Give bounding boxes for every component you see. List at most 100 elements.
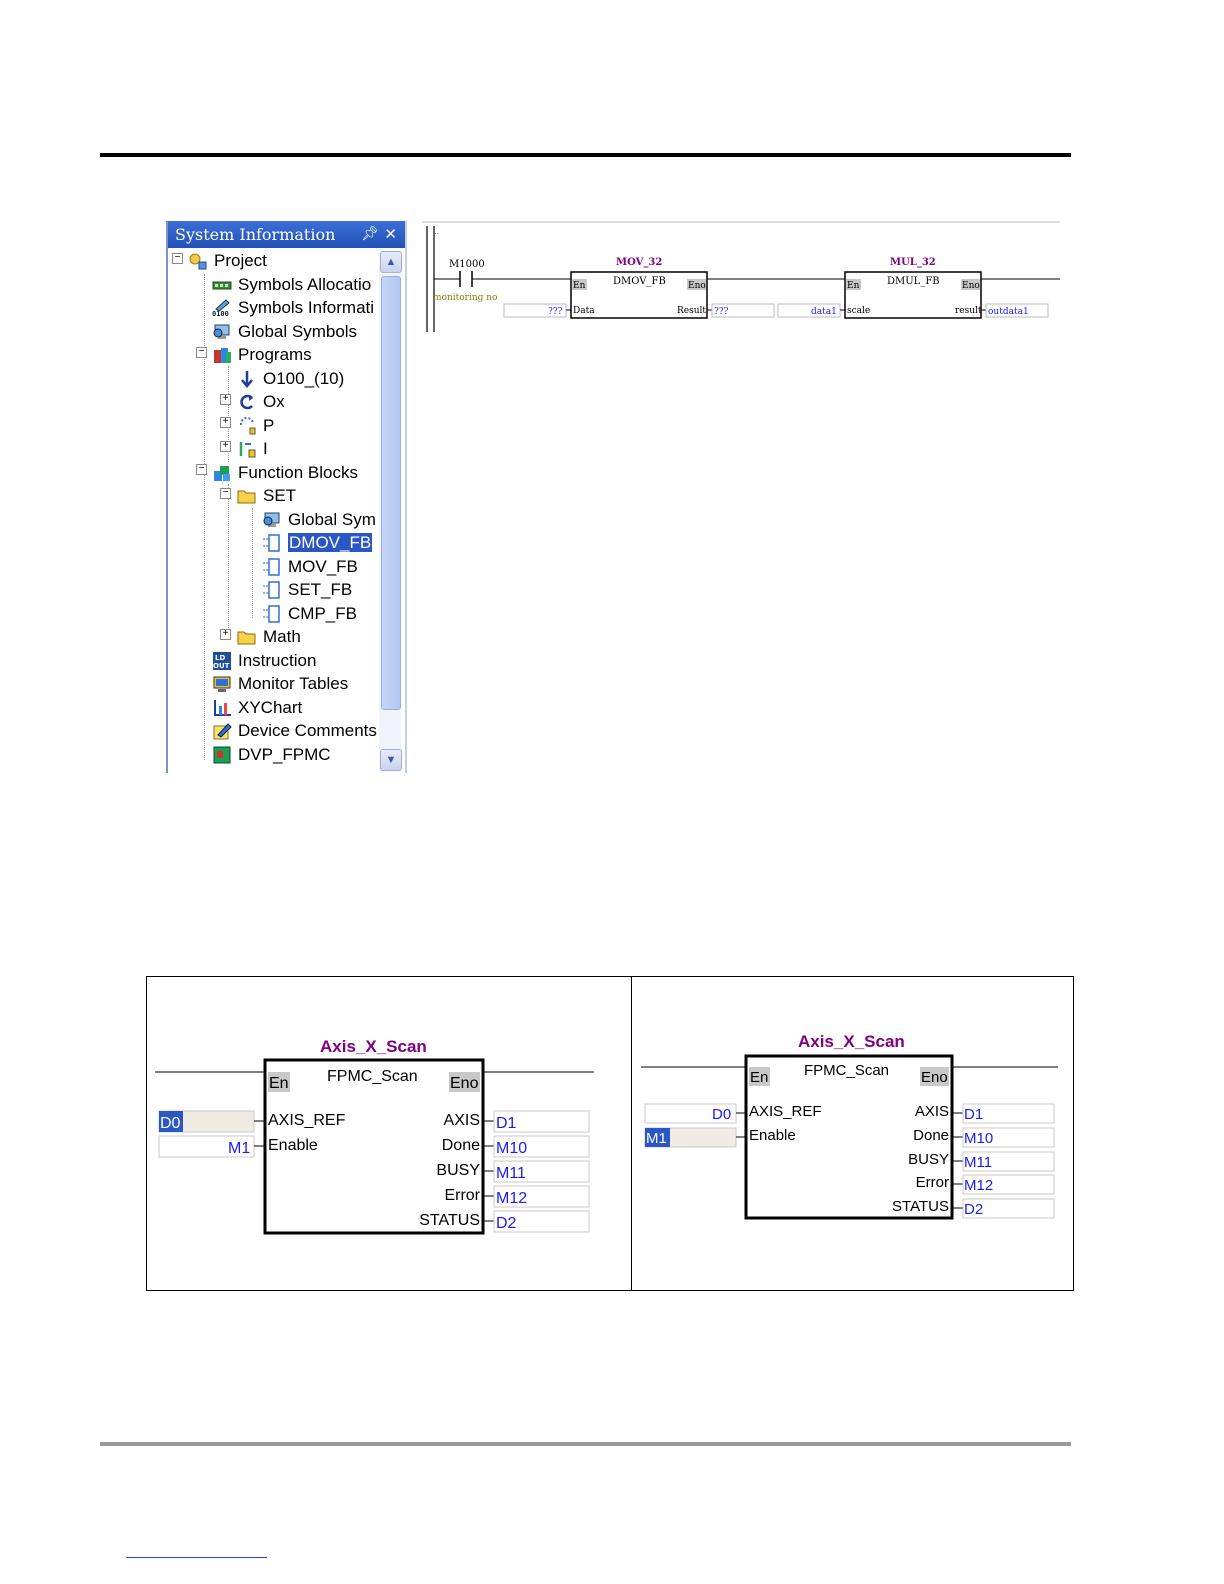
left-en: En (269, 1075, 289, 1092)
left-out-done: Done (442, 1137, 480, 1154)
right-d0-value: D0 (712, 1106, 731, 1123)
right-type: FPMC_Scan (804, 1062, 889, 1079)
header-rule (100, 153, 1071, 157)
expand-i[interactable]: + (220, 441, 231, 452)
right-eno: Eno (921, 1069, 948, 1086)
block2-out-field[interactable] (985, 303, 1049, 318)
right-d1-field[interactable] (962, 1103, 1055, 1124)
tree-item-set-global-symbols[interactable]: Global Sym (262, 507, 376, 530)
left-in-enable: Enable (268, 1137, 318, 1154)
tree-scrollbar[interactable]: ▲ ▼ (379, 251, 402, 771)
left-d2-field[interactable] (493, 1210, 590, 1233)
monitor-icon (212, 675, 232, 693)
block1-type: DMOV_FB (613, 276, 666, 287)
expand-ox[interactable]: + (220, 394, 231, 405)
device-icon (212, 746, 232, 764)
tree-item-mov-fb[interactable]: MOV_FB (262, 554, 358, 577)
folder-icon (237, 628, 257, 646)
block1-en: En (573, 281, 586, 291)
block1-out-value: ??? (714, 307, 729, 317)
function-block-icon (262, 533, 282, 552)
expand-p[interactable]: + (220, 417, 231, 428)
block1-eno: Eno (688, 281, 706, 291)
fb-examples-table (146, 976, 1074, 1291)
programs-icon (212, 346, 232, 364)
block2-out-pin: result (955, 306, 982, 316)
right-m12-value: M12 (964, 1177, 993, 1194)
left-block-frame[interactable] (263, 1058, 485, 1235)
block2-frame[interactable] (844, 271, 982, 319)
block1-out-field[interactable] (711, 303, 775, 318)
tree-item-math-folder[interactable]: Math (237, 624, 301, 647)
symbols-information-icon: 0100 (212, 298, 232, 318)
pin-icon[interactable]: 📌︎ (361, 226, 379, 242)
block2-out-value: outdata1 (988, 307, 1029, 317)
left-m12-field[interactable] (493, 1185, 590, 1208)
left-out-busy: BUSY (436, 1162, 480, 1179)
left-m11-field[interactable] (493, 1160, 590, 1183)
left-instance: Axis_X_Scan (320, 1037, 427, 1056)
left-d1-field[interactable] (493, 1110, 590, 1133)
block2-en: En (847, 281, 860, 291)
left-m10-value: M10 (496, 1140, 527, 1157)
tree-item-set-fb[interactable]: SET_FB (262, 577, 352, 600)
tree-item-dvp-fpmc[interactable]: DVP_FPMC (212, 742, 331, 765)
tree-item-ox[interactable]: Ox (237, 389, 285, 412)
xychart-icon (212, 699, 232, 717)
contact-comment: monitoring no (433, 293, 497, 303)
ladder-diagram: .. M1000 monitoring no MOV_32 En DMOV_FB… (422, 221, 1060, 332)
tree-item-device-comments[interactable]: Device Comments (212, 718, 377, 741)
block1-instance: MOV_32 (616, 257, 662, 268)
left-d0-value: D0 (160, 1115, 181, 1132)
left-m10-field[interactable] (493, 1135, 590, 1158)
right-d2-field[interactable] (962, 1198, 1055, 1219)
tree-item-p[interactable]: P (237, 413, 274, 436)
right-instance: Axis_X_Scan (798, 1032, 905, 1051)
block2-eno: Eno (962, 281, 980, 291)
collapse-project[interactable]: − (172, 253, 183, 264)
tree-item-global-symbols[interactable]: Global Symbols (212, 319, 357, 342)
left-eno: Eno (450, 1075, 479, 1092)
right-d1-value: D1 (964, 1106, 983, 1123)
tree-item-project[interactable]: Project (188, 248, 267, 271)
collapse-set[interactable]: − (220, 488, 231, 499)
collapse-function-blocks[interactable]: − (196, 464, 207, 475)
fb-example-left: Axis_X_Scan FPMC_Scan En Eno AXIS_REF En… (155, 1037, 594, 1235)
project-icon (188, 252, 208, 270)
tree-item-programs[interactable]: Programs (212, 342, 312, 365)
scroll-down-icon[interactable]: ▼ (380, 749, 402, 771)
tree-item-set-folder[interactable]: SET (237, 483, 296, 506)
left-m1-value: M1 (228, 1140, 250, 1157)
footer-rule (100, 1442, 1071, 1446)
scroll-up-icon[interactable]: ▲ (380, 251, 402, 273)
block2-in-value: data1 (811, 307, 837, 317)
tree-item-o100[interactable]: O100_(10) (237, 366, 344, 389)
tree-item-cmp-fb[interactable]: CMP_FB (262, 601, 357, 624)
right-m11-field[interactable] (962, 1151, 1055, 1172)
tree-item-function-blocks[interactable]: Function Blocks (212, 460, 358, 483)
expand-math[interactable]: + (220, 629, 231, 640)
tree-item-xychart[interactable]: XYChart (212, 695, 302, 718)
block1-in-pin: Data (573, 306, 595, 316)
right-out-error: Error (916, 1174, 949, 1191)
tree-item-i[interactable]: I (237, 436, 268, 459)
left-d2-value: D2 (496, 1215, 517, 1232)
right-m12-field[interactable] (962, 1174, 1055, 1195)
right-in-enable: Enable (749, 1127, 796, 1144)
collapse-programs[interactable]: − (196, 347, 207, 358)
folder-icon (237, 487, 257, 505)
tree-item-symbols-allocation[interactable]: Symbols Allocatio (212, 272, 371, 295)
panel-title-bar: System Information 📌︎ ✕ (168, 221, 405, 248)
right-block-frame[interactable] (744, 1054, 954, 1220)
tree-item-monitor-tables[interactable]: Monitor Tables (212, 671, 348, 694)
scroll-thumb[interactable] (381, 276, 401, 710)
close-icon[interactable]: ✕ (384, 225, 397, 243)
right-in-axis-ref: AXIS_REF (749, 1103, 822, 1120)
panel-title: System Information (175, 225, 336, 244)
tree-item-dmov-fb[interactable]: DMOV_FB (262, 530, 374, 554)
right-m10-field[interactable] (962, 1127, 1055, 1148)
right-out-status: STATUS (892, 1198, 949, 1215)
block1-frame[interactable] (570, 271, 708, 319)
